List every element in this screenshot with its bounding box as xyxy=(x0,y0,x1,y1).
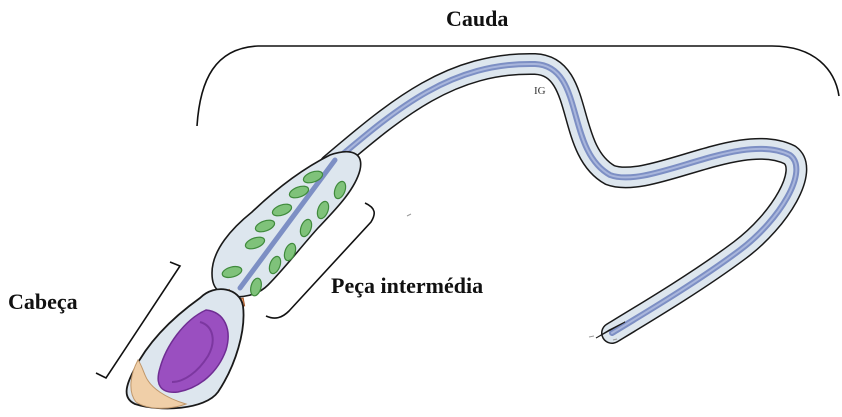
tail-label: Cauda xyxy=(446,6,508,32)
midpiece-label: Peça intermédia xyxy=(331,273,483,299)
annotation-label: IG xyxy=(534,85,546,97)
head-label: Cabeça xyxy=(8,289,78,315)
